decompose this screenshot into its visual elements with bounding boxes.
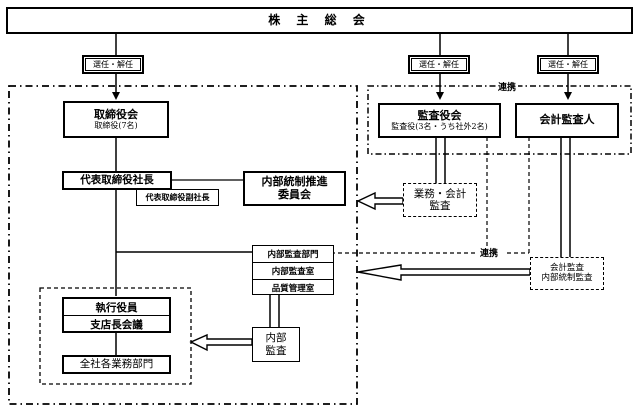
biz-audit-line1: 業務・会計: [413, 187, 467, 200]
vice-president-name: 代表取締役副社長: [145, 192, 210, 202]
board-of-directors: 取締役会 取締役(7名): [63, 101, 169, 138]
internal-audit-department: 内部監査部門 内部監査室 品質管理室: [252, 245, 334, 295]
all-business-departments: 全社各業務部門: [62, 355, 171, 374]
internal-audit-line2: 監査: [265, 344, 287, 357]
president: 代表取締役社長: [62, 171, 172, 190]
company-boundary: [8, 85, 358, 405]
appoint-text: 選任・解任: [93, 60, 133, 69]
internal-audit-department-title: 内部監査部門: [253, 246, 333, 263]
vice-president: 代表取締役副社長: [136, 189, 219, 206]
accounting-auditor: 会計監査人: [515, 103, 619, 138]
appoint-text: 選任・解任: [419, 60, 459, 69]
appoint-label-auditors: 選任・解任: [408, 55, 470, 74]
president-name: 代表取締役社長: [80, 174, 154, 187]
branch-managers-meeting: 支店長会議: [90, 318, 143, 331]
acct-audit-line2: 内部統制監査: [541, 272, 593, 283]
appoint-label-accounting: 選任・解任: [537, 55, 599, 74]
ic-committee-line1: 内部統制推進: [261, 174, 328, 188]
auditors-sub: 監査役(3名・うち社外2名): [391, 122, 488, 132]
quality-control-office: 品質管理室: [271, 283, 315, 294]
business-accounting-audit: 業務・会計 監査: [403, 183, 477, 217]
board-name: 取締役会: [94, 107, 138, 121]
executive-officers-label: 執行役員: [64, 299, 169, 316]
board-of-auditors: 監査役会 監査役(3名・うち社外2名): [378, 103, 501, 138]
accounting-auditor-name: 会計監査人: [539, 113, 595, 127]
biz-audit-arrow: [356, 191, 404, 211]
ic-committee-line2: 委員会: [278, 187, 311, 201]
officers-group-boundary: [39, 287, 192, 385]
biz-audit-line2: 監査: [429, 200, 451, 212]
internal-control-committee: 内部統制推進 委員会: [243, 171, 346, 206]
accounting-ic-audit: 会計監査 内部統制監査: [530, 257, 604, 290]
internal-audit-arrow: [189, 333, 253, 352]
appoint-text: 選任・解任: [548, 60, 588, 69]
shareholders-meeting-label: 株 主 総 会: [268, 12, 371, 27]
executive-officers: 執行役員 支店長会議: [62, 297, 171, 333]
all-depts-name: 全社各業務部門: [79, 358, 154, 371]
acct-audit-line1: 会計監査: [549, 262, 584, 273]
internal-audit: 内部 監査: [252, 327, 300, 362]
auditors-name: 監査役会: [417, 108, 462, 122]
internal-audit-office: 内部監査室: [253, 263, 333, 280]
board-sub: 取締役(7名): [94, 121, 138, 131]
coop-label-middle: 連携: [478, 246, 501, 259]
internal-audit-line1: 内部: [265, 332, 287, 345]
acct-audit-arrow: [357, 264, 531, 281]
appoint-label-board: 選任・解任: [82, 55, 144, 74]
coop-label-top: 連携: [496, 80, 519, 93]
shareholders-meeting: 株 主 総 会: [6, 7, 633, 34]
